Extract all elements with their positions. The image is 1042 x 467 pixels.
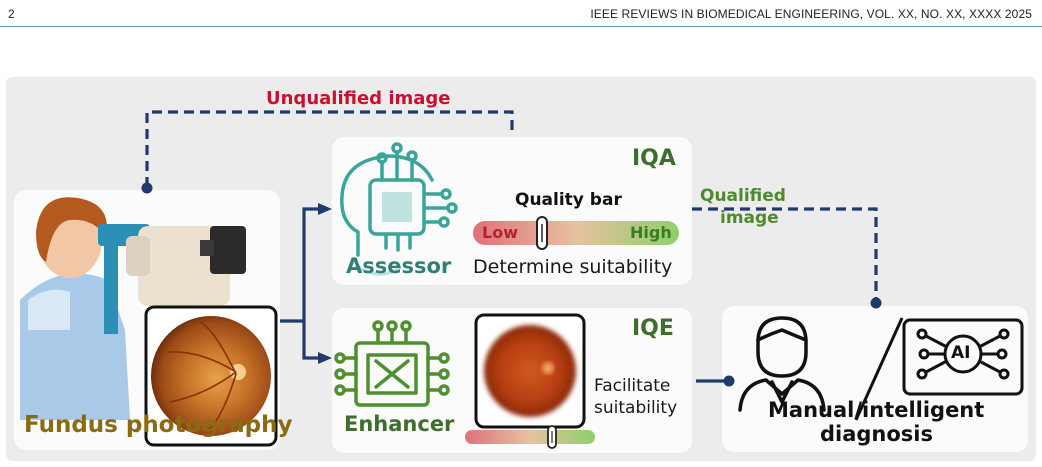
diagnosis-divider [854,317,904,421]
iqe-tag: IQE [632,316,674,341]
ai-chip-icon [902,318,1024,396]
fundus-photography-label: Fundus photography [24,412,293,438]
facilitate-caption-line1: Facilitate [594,376,671,396]
diagnosis-label-line1: Manual/intelligent [768,398,985,422]
diagnosis-label-line2: diagnosis [820,422,934,446]
qualified-connector-dot [870,297,882,309]
arrow-to-iqe [318,352,332,364]
fundus-image-enhanced [474,313,586,429]
enhancement-bar-slider [547,425,557,449]
iqa-tag: IQA [632,146,676,171]
journal-header: IEEE REVIEWS IN BIOMEDICAL ENGINEERING, … [590,7,1032,21]
qualified-image-label-line2: image [720,208,779,228]
enhancement-bar [465,430,595,444]
facilitate-caption-line2: suitability [594,398,678,418]
page-header: 2 IEEE REVIEWS IN BIOMEDICAL ENGINEERING… [0,0,1042,40]
qualified-connector [692,207,878,300]
unqualified-image-label: Unqualified image [266,88,451,109]
unqualified-loop-connector [145,110,514,187]
patient-illustration [20,197,150,420]
determine-suitability-caption: Determine suitability [473,256,673,278]
quality-bar [473,221,679,245]
assessor-icon [340,142,458,276]
quality-high-label: High [630,223,672,242]
assessor-label: Assessor [346,254,452,278]
fundus-camera-icon [126,226,246,306]
branch-connector [280,207,318,360]
fundus-image-original [144,305,278,447]
quality-bar-slider [536,216,548,250]
page-number: 2 [8,7,15,21]
quality-bar-title: Quality bar [515,190,622,210]
unqualified-connector-dot [141,182,153,194]
header-rule [0,26,1042,27]
ai-icon-label: AI [951,343,971,363]
enhancer-icon [334,320,450,407]
quality-low-label: Low [482,223,518,242]
doctor-icon [738,316,826,412]
iqe-to-diagnosis-dot [723,375,735,387]
qualified-image-label-line1: Qualified [700,186,786,206]
enhancer-label: Enhancer [344,412,455,436]
arrow-to-iqa [318,203,332,215]
